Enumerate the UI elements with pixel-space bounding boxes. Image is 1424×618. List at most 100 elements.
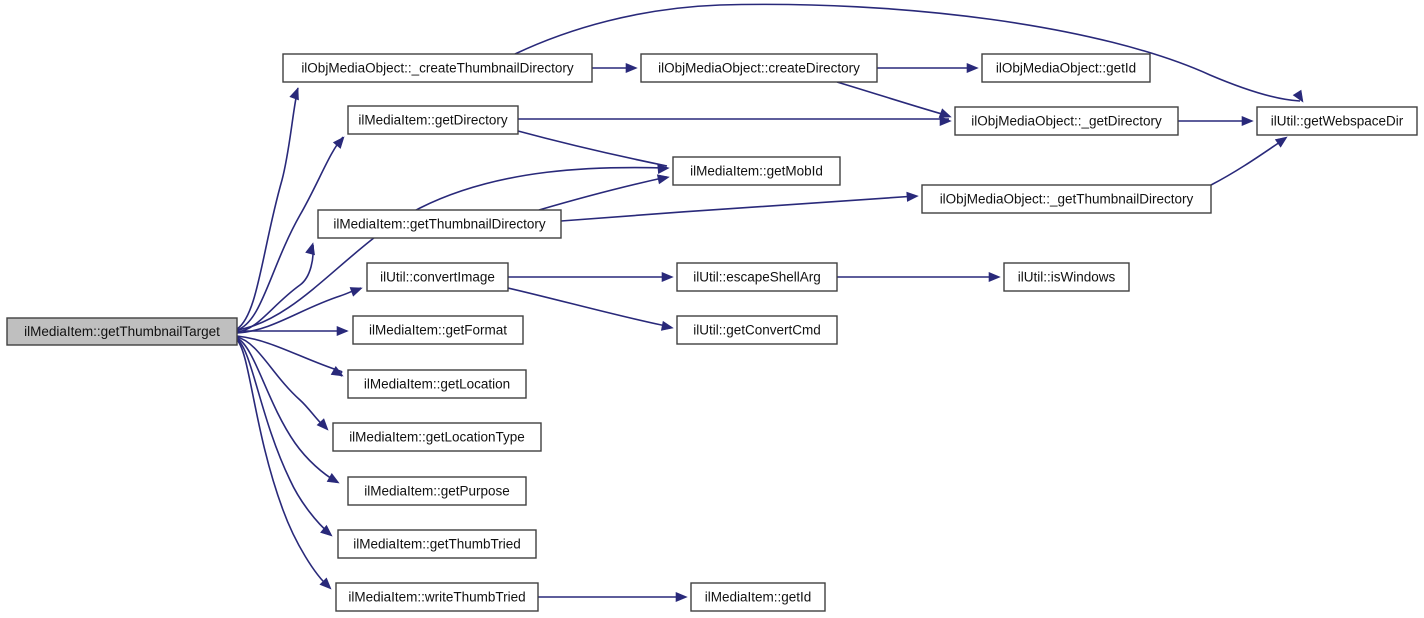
node-label-getMobId: ilMediaItem::getMobId <box>690 164 823 179</box>
node-box-isWindows[interactable] <box>1003 262 1130 292</box>
node-box-writeThumbTried[interactable] <box>335 582 539 612</box>
nodes-layer: ilMediaItem::getThumbnailTarget ilObjMedi… <box>6 53 1418 612</box>
node-label-getIdItem: ilMediaItem::getId <box>705 590 812 605</box>
arrowhead-getFormat <box>336 325 349 337</box>
node-box-getThumbDir[interactable] <box>317 209 562 239</box>
node-label-getLocation: ilMediaItem::getLocation <box>364 377 510 392</box>
node-label-_getThumbDir: ilObjMediaObject::_getThumbnailDirectory <box>940 192 1194 207</box>
node-getIdItem[interactable]: ilMediaItem::getId <box>690 582 826 612</box>
node-box-getWebspaceDir[interactable] <box>1256 106 1418 136</box>
node-box-convertImage[interactable] <box>366 262 509 292</box>
arrowhead-getWebspaceDirC <box>1241 115 1254 127</box>
call-edge-getDirectory-to-getMobId <box>517 130 668 167</box>
node-label-getFormat: ilMediaItem::getFormat <box>369 323 507 338</box>
node-label-getThumbTried: ilMediaItem::getThumbTried <box>353 537 521 552</box>
node-label-root: ilMediaItem::getThumbnailTarget <box>24 324 220 339</box>
call-edge-root-to-getDirectory <box>236 136 344 331</box>
node-createDir[interactable]: ilObjMediaObject::createDirectory <box>640 53 878 83</box>
arrowhead-getConvertCmdA <box>660 320 674 331</box>
edges-layer <box>236 3 1301 598</box>
arrowhead-getPurpose <box>326 472 340 484</box>
node-createThumbDir[interactable]: ilObjMediaObject::_createThumbnailDirect… <box>282 53 593 83</box>
arrowhead-getThumbDir <box>305 242 315 256</box>
node-box-getMobId[interactable] <box>672 156 841 186</box>
call-edge-createThumbDir-to-getWebspaceDir <box>514 3 1301 102</box>
node-getMobId[interactable]: ilMediaItem::getMobId <box>672 156 841 186</box>
arrowhead-isWindowsA <box>988 271 1001 283</box>
node-label-convertImage: ilUtil::convertImage <box>380 270 495 285</box>
node-box-getIdMob[interactable] <box>981 53 1151 83</box>
node-_getDirectory[interactable]: ilObjMediaObject::_getDirectory <box>954 106 1179 136</box>
arrowhead-createDirectory <box>625 62 638 74</box>
node-getLocation[interactable]: ilMediaItem::getLocation <box>347 369 527 399</box>
node-label-writeThumbTried: ilMediaItem::writeThumbTried <box>348 590 525 605</box>
arrowhead-writeThumbTried <box>319 577 332 590</box>
call-edge-getThumbDir-to-_getThumbDir <box>560 195 917 222</box>
node-label-getPurpose: ilMediaItem::getPurpose <box>364 484 510 499</box>
arrowhead-_getDirectoryA <box>938 108 952 118</box>
node-getIdMob[interactable]: ilObjMediaObject::getId <box>981 53 1151 83</box>
node-box-_getDirectory[interactable] <box>954 106 1179 136</box>
node-label-getConvertCmd: ilUtil::getConvertCmd <box>693 323 821 338</box>
node-label-escapeShellArg: ilUtil::escapeShellArg <box>693 270 821 285</box>
node-box-_getThumbDir[interactable] <box>921 184 1212 214</box>
arrowhead-getIdMob <box>966 62 979 74</box>
node-label-createThumbDir: ilObjMediaObject::_createThumbnailDirect… <box>301 61 574 76</box>
arrowhead-getWebspaceDirB <box>1274 136 1288 148</box>
node-writeThumbTried[interactable]: ilMediaItem::writeThumbTried <box>335 582 539 612</box>
node-box-escapeShellArg[interactable] <box>676 262 838 292</box>
node-label-getWebspaceDir: ilUtil::getWebspaceDir <box>1271 114 1404 129</box>
node-escapeShellArg[interactable]: ilUtil::escapeShellArg <box>676 262 838 292</box>
node-isWindows[interactable]: ilUtil::isWindows <box>1003 262 1130 292</box>
call-edge-root-to-getLocationType <box>236 336 328 430</box>
node-_getThumbDir[interactable]: ilObjMediaObject::_getThumbnailDirectory <box>921 184 1212 214</box>
arrowhead-createThumbDir <box>289 87 299 101</box>
node-box-getDirectory[interactable] <box>347 105 519 135</box>
node-box-getIdItem[interactable] <box>690 582 826 612</box>
node-getDirectory[interactable]: ilMediaItem::getDirectory <box>347 105 519 135</box>
call-edge-root-to-createThumbDir <box>236 87 299 330</box>
node-getLocationType[interactable]: ilMediaItem::getLocationType <box>332 422 542 452</box>
arrowhead-getDirectory <box>332 136 345 149</box>
arrowheads-layer <box>289 62 1304 603</box>
node-box-getLocation[interactable] <box>347 369 527 399</box>
node-box-getLocationType[interactable] <box>332 422 542 452</box>
arrowhead-getIdItemA <box>675 591 688 603</box>
node-convertImage[interactable]: ilUtil::convertImage <box>366 262 509 292</box>
arrowhead-getMobId <box>657 163 670 175</box>
node-getThumbTried[interactable]: ilMediaItem::getThumbTried <box>337 529 537 559</box>
node-label-createDir: ilObjMediaObject::createDirectory <box>658 61 860 76</box>
node-box-root[interactable] <box>6 317 238 346</box>
arrowhead-convertImage <box>349 287 363 297</box>
node-getPurpose[interactable]: ilMediaItem::getPurpose <box>347 476 527 506</box>
call-edge-root-to-getMobId <box>236 166 668 331</box>
arrowhead-_getDirectoryB <box>939 115 952 127</box>
node-getThumbDir[interactable]: ilMediaItem::getThumbnailDirectory <box>317 209 562 239</box>
arrowhead-getLocationType <box>316 418 329 431</box>
call-edge-root-to-getLocation <box>236 335 343 377</box>
node-box-createThumbDir[interactable] <box>282 53 593 83</box>
node-label-getIdMob: ilObjMediaObject::getId <box>996 61 1136 76</box>
node-box-getPurpose[interactable] <box>347 476 527 506</box>
node-box-getFormat[interactable] <box>352 315 524 345</box>
arrowhead-_getThumbDirA <box>906 191 919 202</box>
node-box-getConvertCmd[interactable] <box>676 315 838 345</box>
arrowhead-getWebspaceDirA <box>1292 89 1304 103</box>
arrowhead-escapeShellArgA <box>661 271 674 283</box>
node-box-createDir[interactable] <box>640 53 878 83</box>
node-label-_getDirectory: ilObjMediaObject::_getDirectory <box>971 114 1162 129</box>
node-getFormat[interactable]: ilMediaItem::getFormat <box>352 315 524 345</box>
node-label-getThumbDir: ilMediaItem::getThumbnailDirectory <box>333 217 546 232</box>
node-label-getDirectory: ilMediaItem::getDirectory <box>358 113 508 128</box>
node-getWebspaceDir[interactable]: ilUtil::getWebspaceDir <box>1256 106 1418 136</box>
node-root[interactable]: ilMediaItem::getThumbnailTarget <box>6 317 238 346</box>
node-label-getLocationType: ilMediaItem::getLocationType <box>349 430 525 445</box>
node-box-getThumbTried[interactable] <box>337 529 537 559</box>
call-edge-_getThumbDir-to-getWebspaceDir <box>1210 139 1284 186</box>
arrowhead-getLocation <box>330 365 344 377</box>
call-edge-getThumbDir-to-getMobId <box>538 176 668 211</box>
arrowhead-getThumbTried <box>320 524 333 537</box>
node-getConvertCmd[interactable]: ilUtil::getConvertCmd <box>676 315 838 345</box>
